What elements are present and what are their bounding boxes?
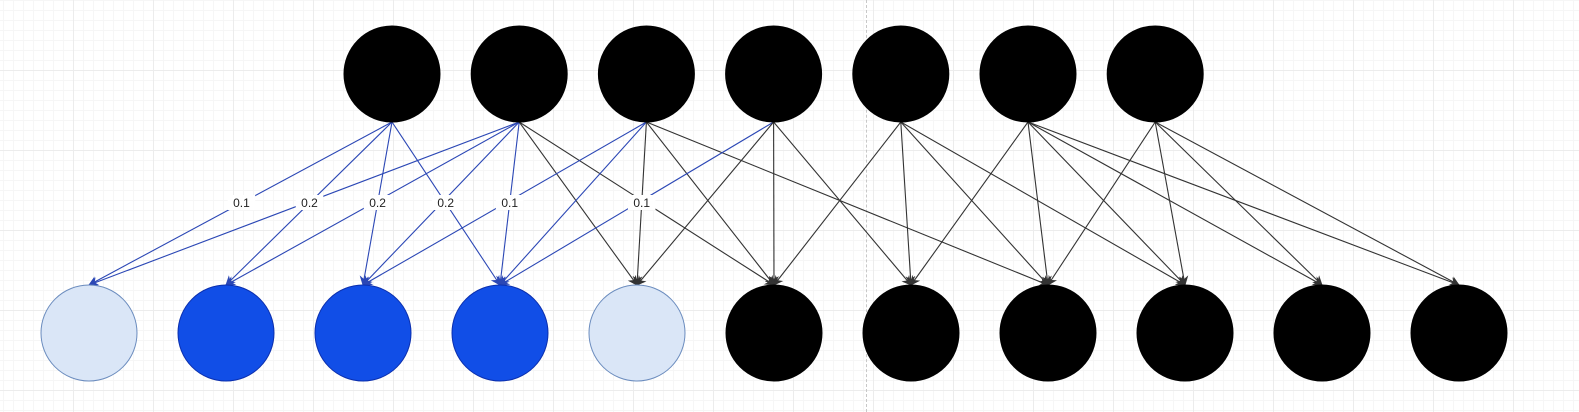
nodes-layer <box>40 25 1508 382</box>
edge-t5-b9[interactable] <box>900 121 1186 286</box>
edge-t6-b9[interactable] <box>1027 121 1186 286</box>
edge-t4-b5[interactable] <box>636 121 775 286</box>
edge-label: 0.1 <box>495 195 524 210</box>
edge-t6-b8[interactable] <box>1027 121 1052 286</box>
bottom-node-b7-black[interactable] <box>862 284 960 382</box>
page-break-line <box>866 0 867 412</box>
edge-t4-b7[interactable] <box>773 121 912 286</box>
edge-t5-b7[interactable] <box>900 121 916 286</box>
bottom-node-b5-light[interactable] <box>588 284 686 382</box>
bottom-node-b10-black[interactable] <box>1273 284 1371 382</box>
edge-label-text: 0.1 <box>233 196 250 210</box>
bottom-node-b6-black[interactable] <box>725 284 823 382</box>
edge-label: 0.2 <box>295 195 324 210</box>
top-node-t5[interactable] <box>852 25 950 123</box>
bottom-node-b4-blue[interactable] <box>451 284 549 382</box>
edge-label-background <box>627 195 656 210</box>
top-node-t2[interactable] <box>470 25 568 123</box>
edge-label-background <box>431 195 460 210</box>
top-node-t3[interactable] <box>597 25 695 123</box>
edge-t3-b6[interactable] <box>645 121 775 286</box>
edge-label-background <box>495 195 524 210</box>
edge-t5-b8[interactable] <box>900 121 1049 286</box>
bottom-node-b2-blue[interactable] <box>177 284 275 382</box>
edge-labels-layer: 0.1 0.2 0.2 0.2 0.1 0.1 <box>227 195 656 210</box>
edge-t2-b5[interactable] <box>518 121 638 286</box>
top-node-t6[interactable] <box>979 25 1077 123</box>
edge-label-background <box>295 195 324 210</box>
edge-label-background <box>363 195 392 210</box>
bottom-node-b8-black[interactable] <box>999 284 1097 382</box>
bottom-node-b3-blue[interactable] <box>314 284 412 382</box>
edge-label: 0.2 <box>431 195 460 210</box>
edge-t7-b10[interactable] <box>1154 121 1323 286</box>
edge-t3-b4[interactable] <box>499 121 647 286</box>
edges-layer <box>88 121 1460 287</box>
edge-label-text: 0.1 <box>633 196 650 210</box>
bottom-node-b11-black[interactable] <box>1410 284 1508 382</box>
top-node-t7[interactable] <box>1106 25 1204 123</box>
edge-label: 0.2 <box>363 195 392 210</box>
edge-t7-b8[interactable] <box>1047 121 1156 286</box>
bottom-node-b9-black[interactable] <box>1136 284 1234 382</box>
edge-label-text: 0.2 <box>437 196 454 210</box>
edge-t7-b11[interactable] <box>1154 121 1460 286</box>
edge-label-text: 0.1 <box>501 196 518 210</box>
edge-t6-b10[interactable] <box>1027 121 1323 286</box>
top-node-t4[interactable] <box>725 25 823 123</box>
edge-t6-b7[interactable] <box>910 121 1029 286</box>
edge-label: 0.1 <box>227 195 256 210</box>
top-node-t1[interactable] <box>343 25 441 123</box>
edge-t3-b8[interactable] <box>646 121 1049 287</box>
edge-label-text: 0.2 <box>369 196 386 210</box>
edge-t6-b11[interactable] <box>1027 121 1460 287</box>
edge-label-text: 0.2 <box>301 196 318 210</box>
edge-t5-b6[interactable] <box>773 121 902 286</box>
bottom-node-b1-light[interactable] <box>40 284 138 382</box>
edge-t7-b9[interactable] <box>1154 121 1189 286</box>
edge-label: 0.1 <box>627 195 656 210</box>
edge-label-background <box>227 195 256 210</box>
